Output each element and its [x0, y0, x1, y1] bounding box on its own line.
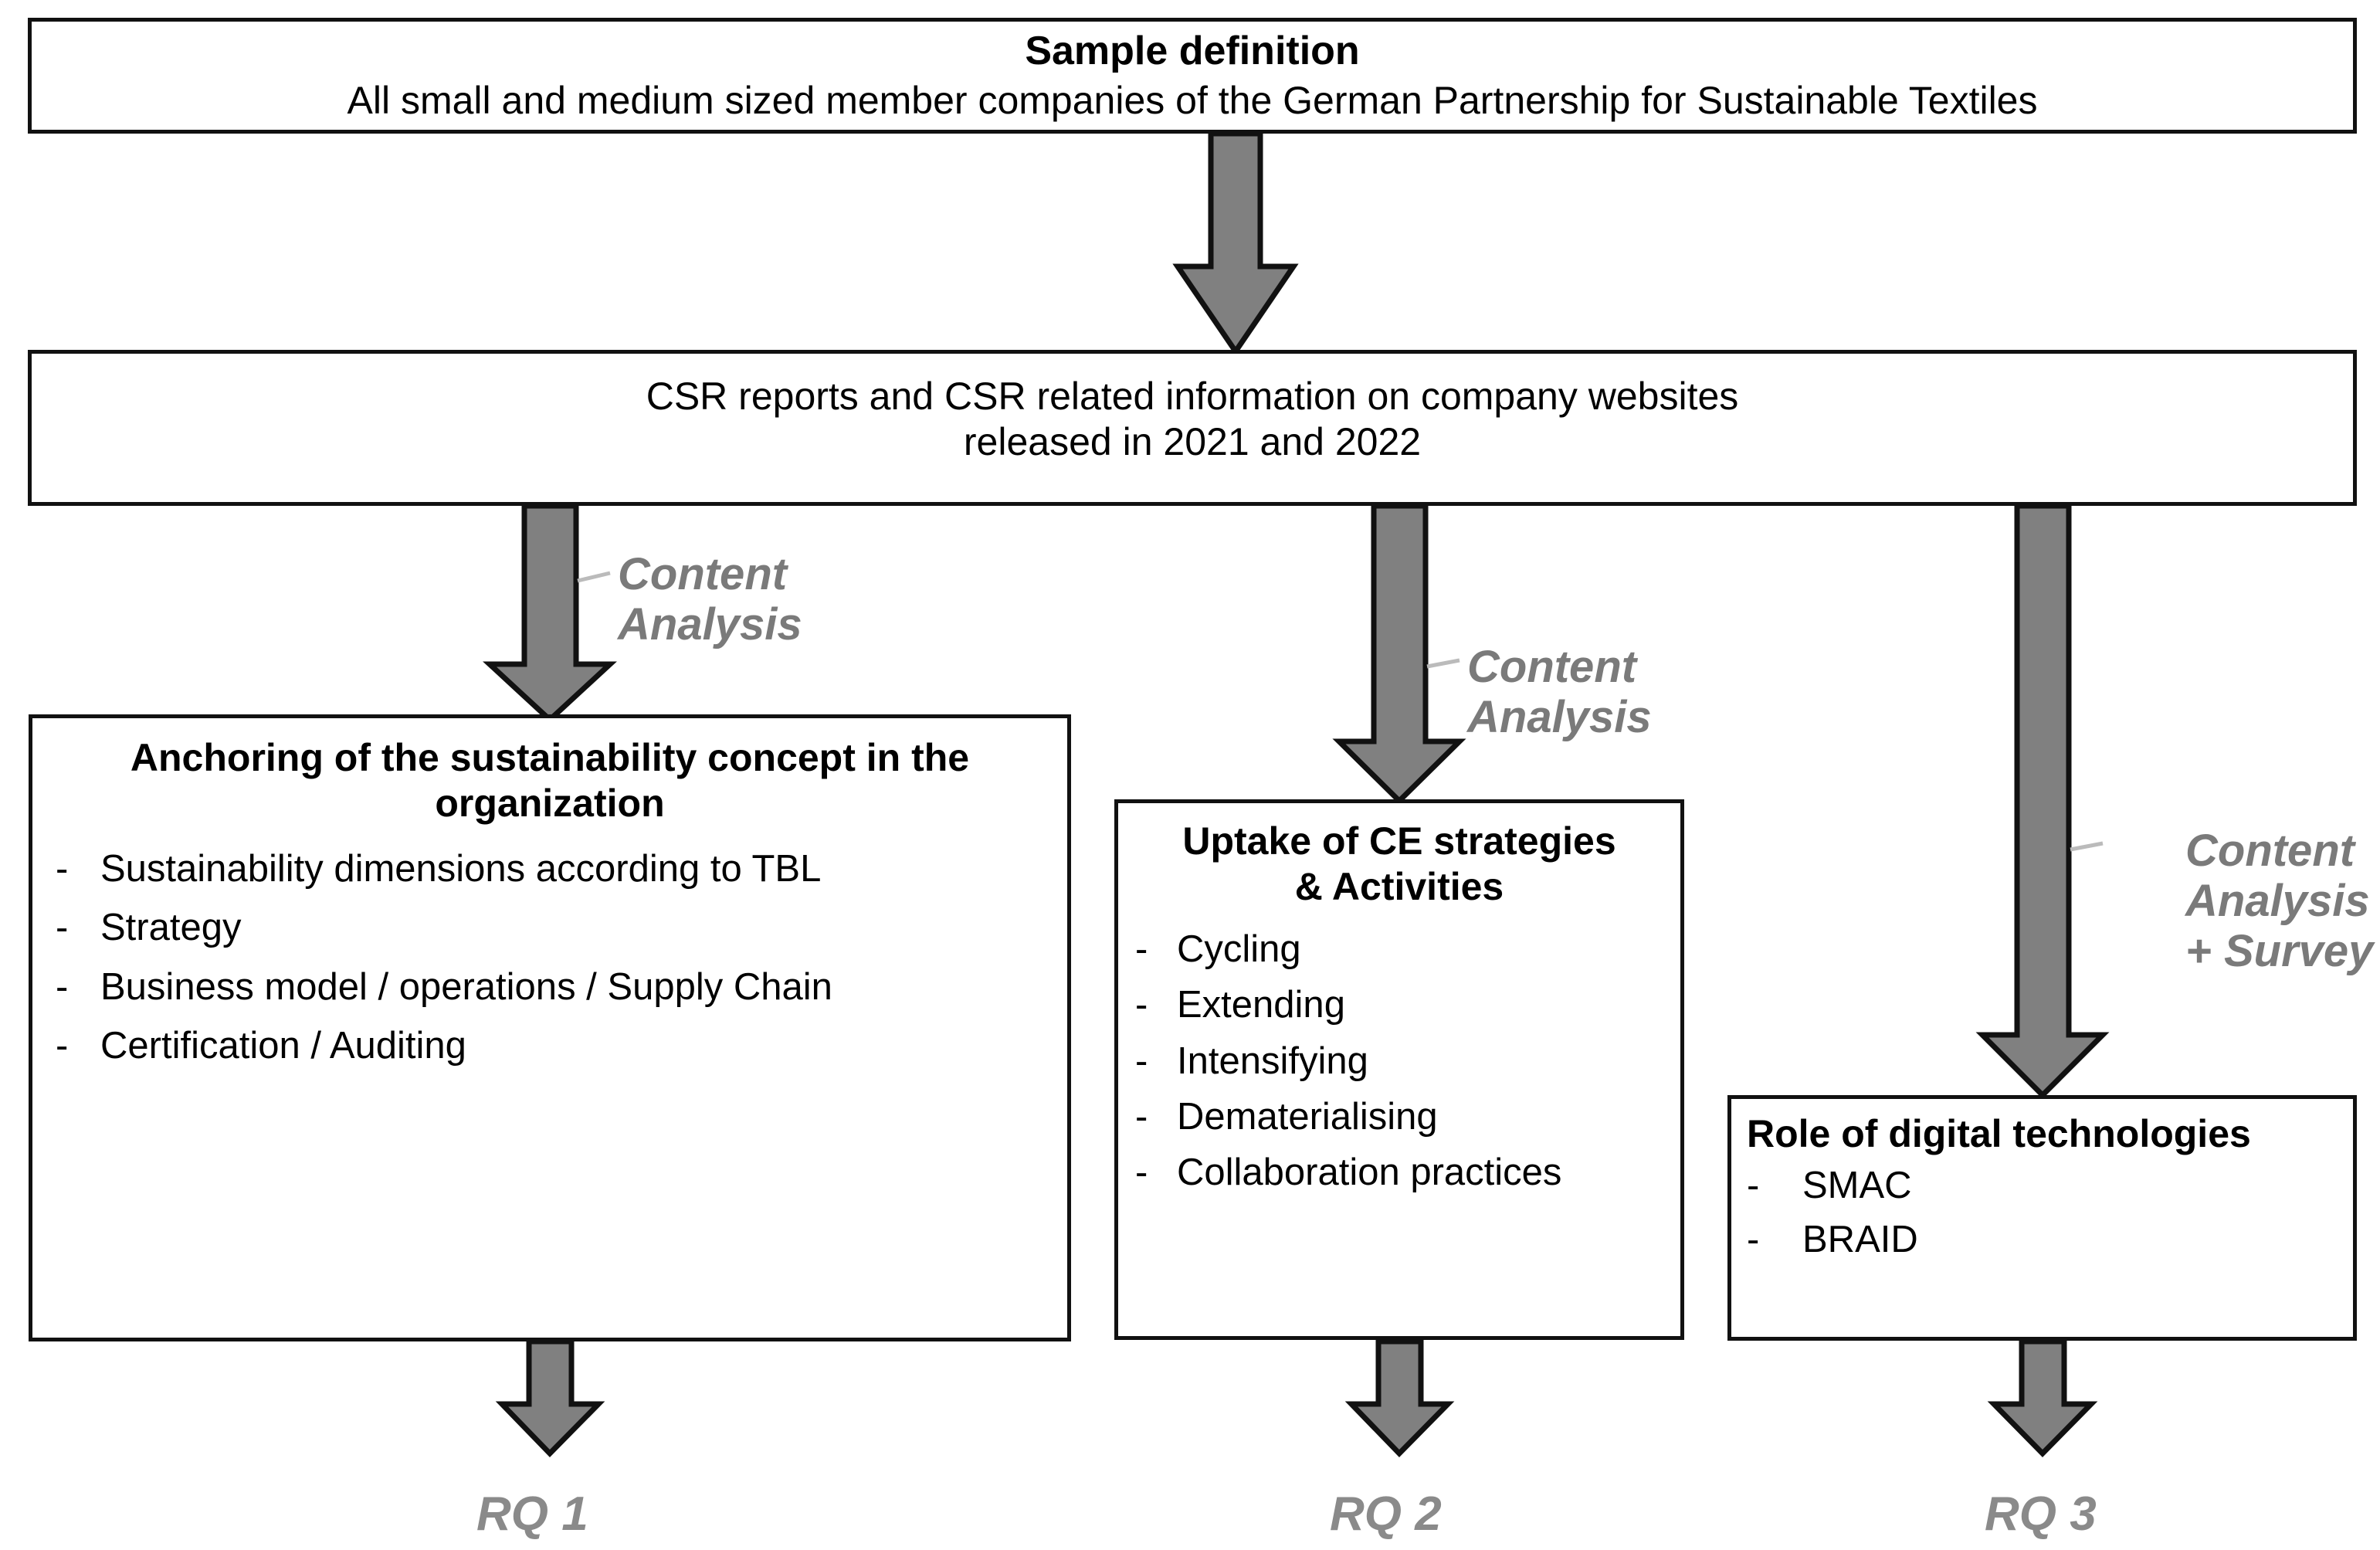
anchoring-title: Anchoring of the sustainability concept … — [56, 735, 1044, 826]
arrow-anchoring-to-rq1 — [495, 1338, 605, 1458]
csr-sources-line-1: CSR reports and CSR related information … — [646, 375, 1739, 418]
bullet-text: SMAC — [1802, 1165, 1912, 1206]
bullet-text: Cycling — [1177, 928, 1301, 970]
bullet-dash: - — [56, 907, 69, 949]
ce-title: Uptake of CE strategies & Activities — [1135, 819, 1663, 910]
arrow-ce-to-rq2 — [1344, 1338, 1455, 1458]
leader-line-1 — [577, 571, 611, 583]
arrow-digital-to-rq3 — [1987, 1338, 2098, 1457]
bullet-text: Strategy — [100, 907, 242, 949]
list-item: - Dematerialising — [1135, 1094, 1663, 1139]
list-item: - Collaboration practices — [1135, 1150, 1663, 1195]
bullet-dash: - — [1135, 1040, 1148, 1082]
bullet-text: Sustainability dimensions according to T… — [100, 848, 822, 890]
leader-line-3 — [2070, 841, 2104, 852]
bullet-text: Certification / Auditing — [100, 1024, 466, 1067]
bullet-dash: - — [1135, 928, 1148, 970]
csr-sources-line-2: released in 2021 and 2022 — [963, 420, 1422, 463]
bullet-dash: - — [1135, 1151, 1148, 1194]
anchoring-title-line-2: organization — [435, 782, 665, 825]
bullet-text: Business model / operations / Supply Cha… — [100, 965, 832, 1008]
bullet-dash: - — [1135, 1095, 1148, 1138]
list-item: - Strategy — [56, 905, 1044, 950]
bullet-dash: - — [1135, 984, 1148, 1026]
list-item: - Cycling — [1135, 927, 1663, 972]
arrow-csr-to-ce-shape — [1332, 503, 1466, 805]
bullet-text: Intensifying — [1177, 1040, 1368, 1082]
list-item: - Sustainability dimensions according to… — [56, 846, 1044, 891]
sample-definition-title: Sample definition — [1025, 29, 1360, 73]
box-role-digital-technologies: Role of digital technologies - SMAC - BR… — [1727, 1095, 2357, 1341]
anchoring-title-line-1: Anchoring of the sustainability concept … — [130, 736, 970, 779]
annotation-method-arrow-3: Content Analysis + Survey — [2185, 826, 2374, 976]
arrow-csr-to-digital — [1975, 503, 2110, 1099]
list-item: - Extending — [1135, 982, 1663, 1027]
box-uptake-ce-strategies: Uptake of CE strategies & Activities - C… — [1114, 799, 1684, 1340]
arrow-sample-to-csr — [1172, 131, 1299, 357]
bullet-dash: - — [56, 848, 69, 890]
bullet-dash: - — [1747, 1219, 1760, 1261]
list-item: - Intensifying — [1135, 1039, 1663, 1084]
bullet-text: Extending — [1177, 984, 1345, 1026]
ce-bullet-list: - Cycling - Extending - Intensifying - D… — [1135, 927, 1663, 1195]
ce-title-line-1: Uptake of CE strategies — [1182, 819, 1616, 863]
sample-definition-text: All small and medium sized member compan… — [347, 79, 2038, 123]
box-csr-sources: CSR reports and CSR related information … — [28, 350, 2357, 506]
output-label-rq3: RQ 3 — [1985, 1487, 2097, 1541]
bullet-dash: - — [1747, 1165, 1760, 1206]
ce-title-line-2: & Activities — [1294, 865, 1504, 908]
list-item: - BRAID — [1747, 1217, 2338, 1262]
box-sample-definition: Sample definition All small and medium s… — [28, 18, 2357, 134]
annotation-method-arrow-2: Content Analysis — [1467, 642, 1652, 742]
digital-bullet-list: - SMAC - BRAID — [1747, 1163, 2338, 1263]
list-item: - Certification / Auditing — [56, 1023, 1044, 1068]
box-anchoring-sustainability: Anchoring of the sustainability concept … — [29, 714, 1071, 1341]
list-item: - SMAC — [1747, 1163, 2338, 1208]
bullet-text: Dematerialising — [1177, 1095, 1438, 1138]
bullet-text: Collaboration practices — [1177, 1151, 1562, 1194]
list-item: - Business model / operations / Supply C… — [56, 965, 1044, 1009]
arrow-csr-to-anchoring — [483, 503, 617, 724]
output-label-rq1: RQ 1 — [476, 1487, 588, 1541]
annotation-method-arrow-1: Content Analysis — [618, 549, 802, 650]
bullet-dash: - — [56, 965, 69, 1008]
anchoring-bullet-list: - Sustainability dimensions according to… — [56, 846, 1044, 1068]
bullet-text: BRAID — [1802, 1219, 1918, 1261]
output-label-rq2: RQ 2 — [1330, 1487, 1442, 1541]
leader-line-2 — [1426, 658, 1460, 669]
bullet-dash: - — [56, 1024, 69, 1067]
digital-title: Role of digital technologies — [1747, 1112, 2251, 1155]
